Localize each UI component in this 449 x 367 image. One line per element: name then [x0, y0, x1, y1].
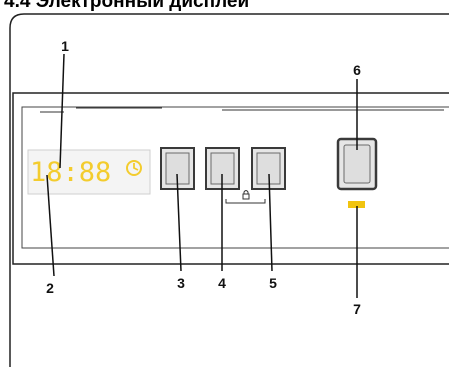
leader-line-3: [176, 173, 182, 272]
button-4[interactable]: [205, 147, 240, 190]
clock-icon: [126, 160, 142, 176]
callout-4: 4: [218, 275, 226, 291]
callout-1: 1: [61, 38, 69, 54]
callout-7: 7: [353, 301, 361, 317]
callout-6: 6: [353, 62, 361, 78]
panel-frame: [12, 92, 449, 265]
child-lock-icon: [225, 190, 266, 204]
indicator-light: [348, 201, 365, 208]
button-5[interactable]: [251, 147, 286, 190]
leader-line-2: [46, 174, 55, 277]
appliance-outline: [9, 13, 449, 367]
leader-line-1: [59, 53, 65, 169]
lcd-digits: 18:88: [30, 157, 111, 188]
callout-2: 2: [46, 280, 54, 296]
callout-3: 3: [177, 275, 185, 291]
section-heading: 4.4 Электронный дисплей: [4, 0, 250, 12]
leader-line-5: [268, 173, 273, 272]
panel-inner-frame: [21, 106, 449, 249]
callout-5: 5: [269, 275, 277, 291]
